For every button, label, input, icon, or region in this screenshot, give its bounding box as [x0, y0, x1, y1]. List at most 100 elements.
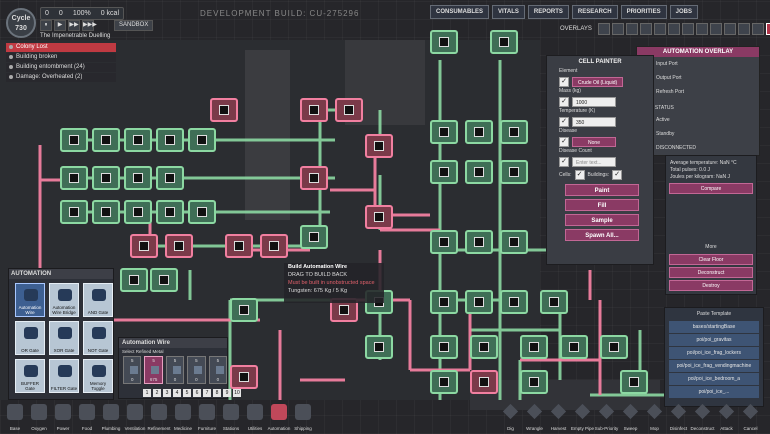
ventilation-overlay-icon[interactable]	[681, 22, 694, 35]
template-item[interactable]: poi/poi_ice_frag_lockers	[669, 347, 759, 359]
active-gate[interactable]	[365, 335, 393, 359]
active-gate[interactable]	[188, 128, 216, 152]
active-gate[interactable]	[465, 290, 493, 314]
active-gate[interactable]	[430, 30, 458, 54]
tool-attack[interactable]: Attack	[716, 403, 737, 431]
standby-gate[interactable]	[300, 98, 328, 122]
disease-count-checkbox[interactable]: ✓	[559, 156, 569, 167]
tool-number-button[interactable]: 5	[183, 389, 191, 397]
tool-number-button[interactable]: 4	[173, 389, 181, 397]
active-gate[interactable]	[500, 230, 528, 254]
destroy-button[interactable]: Destroy	[669, 280, 753, 291]
priorities-button[interactable]: PRIORITIES	[620, 5, 667, 19]
active-gate[interactable]	[430, 335, 458, 359]
standby-gate[interactable]	[300, 166, 328, 190]
active-gate[interactable]	[540, 290, 568, 314]
active-gate[interactable]	[520, 370, 548, 394]
active-gate[interactable]	[470, 335, 498, 359]
tool-sweep[interactable]: Sweep	[620, 403, 641, 431]
tool-number-button[interactable]: 6	[193, 389, 201, 397]
active-gate[interactable]	[465, 160, 493, 184]
reports-button[interactable]: REPORTS	[527, 5, 569, 19]
spawn-all-button[interactable]: Spawn All...	[565, 229, 639, 241]
vitals-button[interactable]: VITALS	[492, 5, 525, 19]
fill-button[interactable]: Fill	[565, 199, 639, 211]
tool-deconstruct[interactable]: Deconstruct	[690, 403, 715, 431]
sandbox-toggle[interactable]: SANDBOX	[114, 20, 154, 31]
active-gate[interactable]	[430, 160, 458, 184]
tool-number-button[interactable]: 1	[143, 389, 151, 397]
build-category-plumbing[interactable]: Plumbing	[100, 403, 122, 431]
automation-item-and-gate[interactable]: AND Gate	[83, 283, 113, 317]
active-gate[interactable]	[500, 290, 528, 314]
active-gate[interactable]	[600, 335, 628, 359]
temperature-checkbox[interactable]: ✓	[559, 116, 569, 127]
active-gate[interactable]	[490, 30, 518, 54]
active-gate[interactable]	[620, 370, 648, 394]
standby-gate[interactable]	[470, 370, 498, 394]
speed-3-button[interactable]: ▶▶▶	[82, 20, 97, 31]
exosuit-overlay-icon[interactable]	[751, 22, 764, 35]
build-category-food[interactable]: Food	[76, 403, 98, 431]
tool-dig[interactable]: Dig	[500, 403, 521, 431]
active-gate[interactable]	[124, 200, 152, 224]
active-gate[interactable]	[60, 166, 88, 190]
active-gate[interactable]	[92, 200, 120, 224]
active-gate[interactable]	[520, 335, 548, 359]
active-gate[interactable]	[156, 200, 184, 224]
jobs-button[interactable]: JOBS	[669, 5, 698, 19]
oxygen-overlay-icon[interactable]	[597, 22, 610, 35]
germs-overlay-icon[interactable]	[709, 22, 722, 35]
template-item[interactable]: poi/poi_ice_...	[669, 386, 759, 398]
speed-2-button[interactable]: ▶▶	[68, 20, 80, 31]
active-gate[interactable]	[150, 268, 178, 292]
sample-button[interactable]: Sample	[565, 214, 639, 226]
mass-field[interactable]: 1000	[572, 96, 616, 107]
tool-empty-pipe[interactable]: Empty Pipe	[571, 403, 594, 431]
automation-item-filter-gate[interactable]: FILTER Gate	[49, 359, 79, 393]
automation-item-automation-wire-bridge[interactable]: Automation Wire Bridge	[49, 283, 79, 317]
standby-gate[interactable]	[365, 134, 393, 158]
build-category-stations[interactable]: Stations	[220, 403, 242, 431]
standby-gate[interactable]	[230, 365, 258, 389]
build-category-refinement[interactable]: Refinement	[147, 403, 171, 431]
deconstruct-button[interactable]: Deconstruct	[669, 267, 753, 278]
temperature-overlay-icon[interactable]	[625, 22, 638, 35]
active-gate[interactable]	[188, 200, 216, 224]
build-category-automation[interactable]: Automation	[268, 403, 290, 431]
temperature-field[interactable]: 350	[572, 116, 616, 127]
speed-1-button[interactable]: ▶	[54, 20, 66, 31]
automation-item-memory-toggle[interactable]: Memory Toggle	[83, 359, 113, 393]
cells-checkbox[interactable]: ✓	[574, 169, 585, 180]
tool-number-button[interactable]: 3	[163, 389, 171, 397]
element-select-button[interactable]: Crude Oil (Liquid)	[572, 76, 624, 87]
active-gate[interactable]	[430, 120, 458, 144]
disease-count-field[interactable]: Enter text...	[572, 156, 616, 167]
tool-number-button[interactable]: 10	[233, 389, 241, 397]
notification-colony-lost[interactable]: Colony Lost	[6, 43, 116, 52]
build-category-utilities[interactable]: Utilities	[244, 403, 266, 431]
consumables-button[interactable]: CONSUMABLES	[430, 5, 490, 19]
disease-select-button[interactable]: None	[572, 136, 616, 147]
power-overlay-icon[interactable]	[611, 22, 624, 35]
active-gate[interactable]	[560, 335, 588, 359]
template-item[interactable]: poi/poi_gravitas	[669, 334, 759, 346]
standby-gate[interactable]	[365, 205, 393, 229]
build-category-power[interactable]: Power	[52, 403, 74, 431]
automation-item-not-gate[interactable]: NOT Gate	[83, 321, 113, 355]
paint-button[interactable]: Paint	[565, 184, 639, 196]
tool-number-button[interactable]: 9	[223, 389, 231, 397]
automation-item-buffer-gate[interactable]: BUFFER Gate	[15, 359, 45, 393]
automation-item-xor-gate[interactable]: XOR Gate	[49, 321, 79, 355]
notification-building-broken[interactable]: Building broken	[6, 53, 116, 62]
light-overlay-icon[interactable]	[653, 22, 666, 35]
active-gate[interactable]	[60, 128, 88, 152]
tool-sub-priority[interactable]: Sub-Priority	[595, 403, 618, 431]
farming-overlay-icon[interactable]	[723, 22, 736, 35]
active-gate[interactable]	[156, 166, 184, 190]
active-gate[interactable]	[465, 120, 493, 144]
